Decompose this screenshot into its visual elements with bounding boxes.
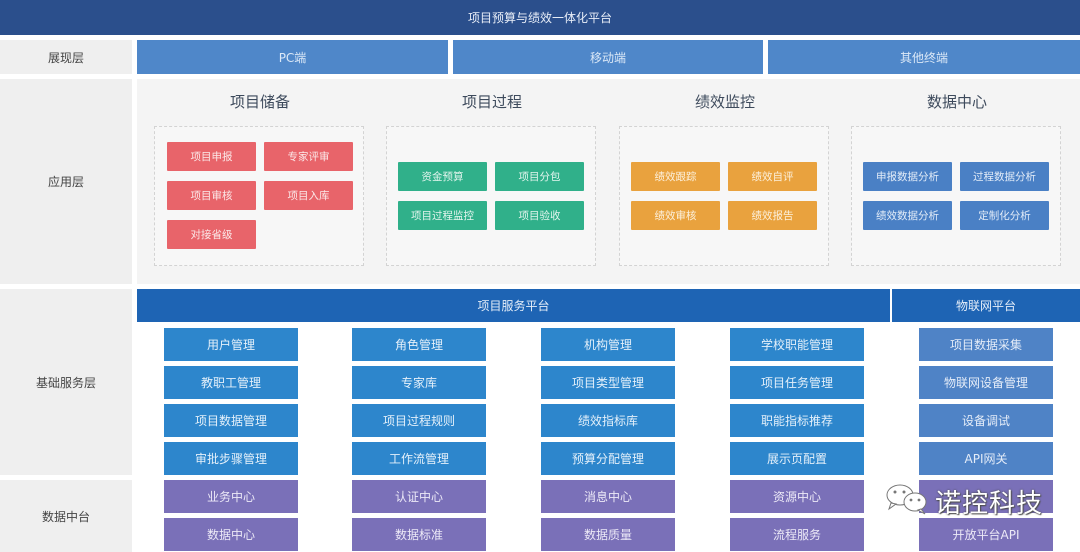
- service-tile: 专家库: [352, 366, 486, 399]
- app-module-project-process: 项目过程 资金预算 项目分包 项目过程监控 项目验收: [386, 79, 598, 284]
- app-tile: 项目验收: [495, 201, 584, 230]
- app-tile: 过程数据分析: [960, 162, 1049, 191]
- data-tile: 数据中心: [164, 518, 298, 551]
- app-tile: 申报数据分析: [863, 162, 952, 191]
- app-module-performance-monitor: 绩效监控 绩效跟踪 绩效自评 绩效审核 绩效报告: [619, 79, 831, 284]
- layer-label-presentation: 展现层: [0, 40, 132, 74]
- service-tile: 项目过程规则: [352, 404, 486, 437]
- module-title: 项目储备: [229, 93, 290, 111]
- app-tile: 绩效报告: [728, 201, 817, 230]
- service-tile: 角色管理: [352, 328, 486, 361]
- service-tile: 审批步骤管理: [164, 442, 298, 475]
- layer-label-foundation: 基础服务层: [0, 289, 132, 475]
- service-tile: 项目类型管理: [541, 366, 675, 399]
- service-tile: 绩效指标库: [541, 404, 675, 437]
- service-tile: 机构管理: [541, 328, 675, 361]
- data-tile: 认证中心: [352, 480, 486, 513]
- app-tile: 项目审核: [167, 181, 256, 210]
- iot-service-tile: 设备调试: [919, 404, 1053, 437]
- app-tile: 专家评审: [264, 142, 353, 171]
- iot-service-tile: API网关: [919, 442, 1053, 475]
- app-tile: 项目申报: [167, 142, 256, 171]
- service-tile: 用户管理: [164, 328, 298, 361]
- data-tile: 业务中心: [164, 480, 298, 513]
- iot-service-tile: 物联网设备管理: [919, 366, 1053, 399]
- app-tile: 项目分包: [495, 162, 584, 191]
- service-tile: 学校职能管理: [730, 328, 864, 361]
- data-tile: 开放平台API: [919, 518, 1053, 551]
- module-title: 项目过程: [461, 93, 522, 111]
- wechat-icon: [885, 482, 931, 520]
- app-tile: 项目过程监控: [398, 201, 487, 230]
- module-box: 申报数据分析 过程数据分析 绩效数据分析 定制化分析: [851, 126, 1061, 266]
- service-tile: 项目任务管理: [730, 366, 864, 399]
- app-module-project-reserve: 项目储备 项目申报 专家评审 项目审核 项目入库 对接省级: [154, 79, 366, 284]
- data-tile: 数据标准: [352, 518, 486, 551]
- module-title: 绩效监控: [694, 93, 755, 111]
- service-tile: 项目数据管理: [164, 404, 298, 437]
- iot-service-tile: 项目数据采集: [919, 328, 1053, 361]
- layer-label-data: 数据中台: [0, 480, 132, 552]
- app-tile: 绩效数据分析: [863, 201, 952, 230]
- terminal-other: 其他终端: [768, 40, 1080, 74]
- watermark-text: 诺控科技: [935, 488, 1044, 519]
- watermark: 诺控科技: [885, 483, 1043, 519]
- module-box: 项目申报 专家评审 项目审核 项目入库 对接省级: [154, 126, 364, 266]
- app-tile: 资金预算: [398, 162, 487, 191]
- module-box: 资金预算 项目分包 项目过程监控 项目验收: [386, 126, 596, 266]
- data-tile: 数据质量: [541, 518, 675, 551]
- service-tile: 工作流管理: [352, 442, 486, 475]
- data-tile: 流程服务: [730, 518, 864, 551]
- terminal-mobile: 移动端: [453, 40, 763, 74]
- data-tile: 资源中心: [730, 480, 864, 513]
- module-box: 绩效跟踪 绩效自评 绩效审核 绩效报告: [619, 126, 829, 266]
- app-tile: 绩效审核: [631, 201, 720, 230]
- data-tile: [919, 480, 1053, 513]
- service-tile: 展示页配置: [730, 442, 864, 475]
- app-tile: 对接省级: [167, 220, 256, 249]
- service-tile: 职能指标推荐: [730, 404, 864, 437]
- app-tile: 定制化分析: [960, 201, 1049, 230]
- module-title: 数据中心: [926, 93, 987, 111]
- app-tile: 绩效自评: [728, 162, 817, 191]
- terminal-pc: PC端: [137, 40, 448, 74]
- service-tile: 预算分配管理: [541, 442, 675, 475]
- platform-title: 项目预算与绩效一体化平台: [0, 0, 1080, 35]
- app-tile: 项目入库: [264, 181, 353, 210]
- application-layer: 项目储备 项目申报 专家评审 项目审核 项目入库 对接省级 项目过程 资金预算 …: [137, 79, 1080, 284]
- app-module-data-center: 数据中心 申报数据分析 过程数据分析 绩效数据分析 定制化分析: [851, 79, 1063, 284]
- app-tile: 绩效跟踪: [631, 162, 720, 191]
- project-service-platform-bar: 项目服务平台: [137, 289, 890, 322]
- layer-label-application: 应用层: [0, 79, 132, 284]
- service-tile: 教职工管理: [164, 366, 298, 399]
- data-tile: 消息中心: [541, 480, 675, 513]
- iot-platform-bar: 物联网平台: [892, 289, 1080, 322]
